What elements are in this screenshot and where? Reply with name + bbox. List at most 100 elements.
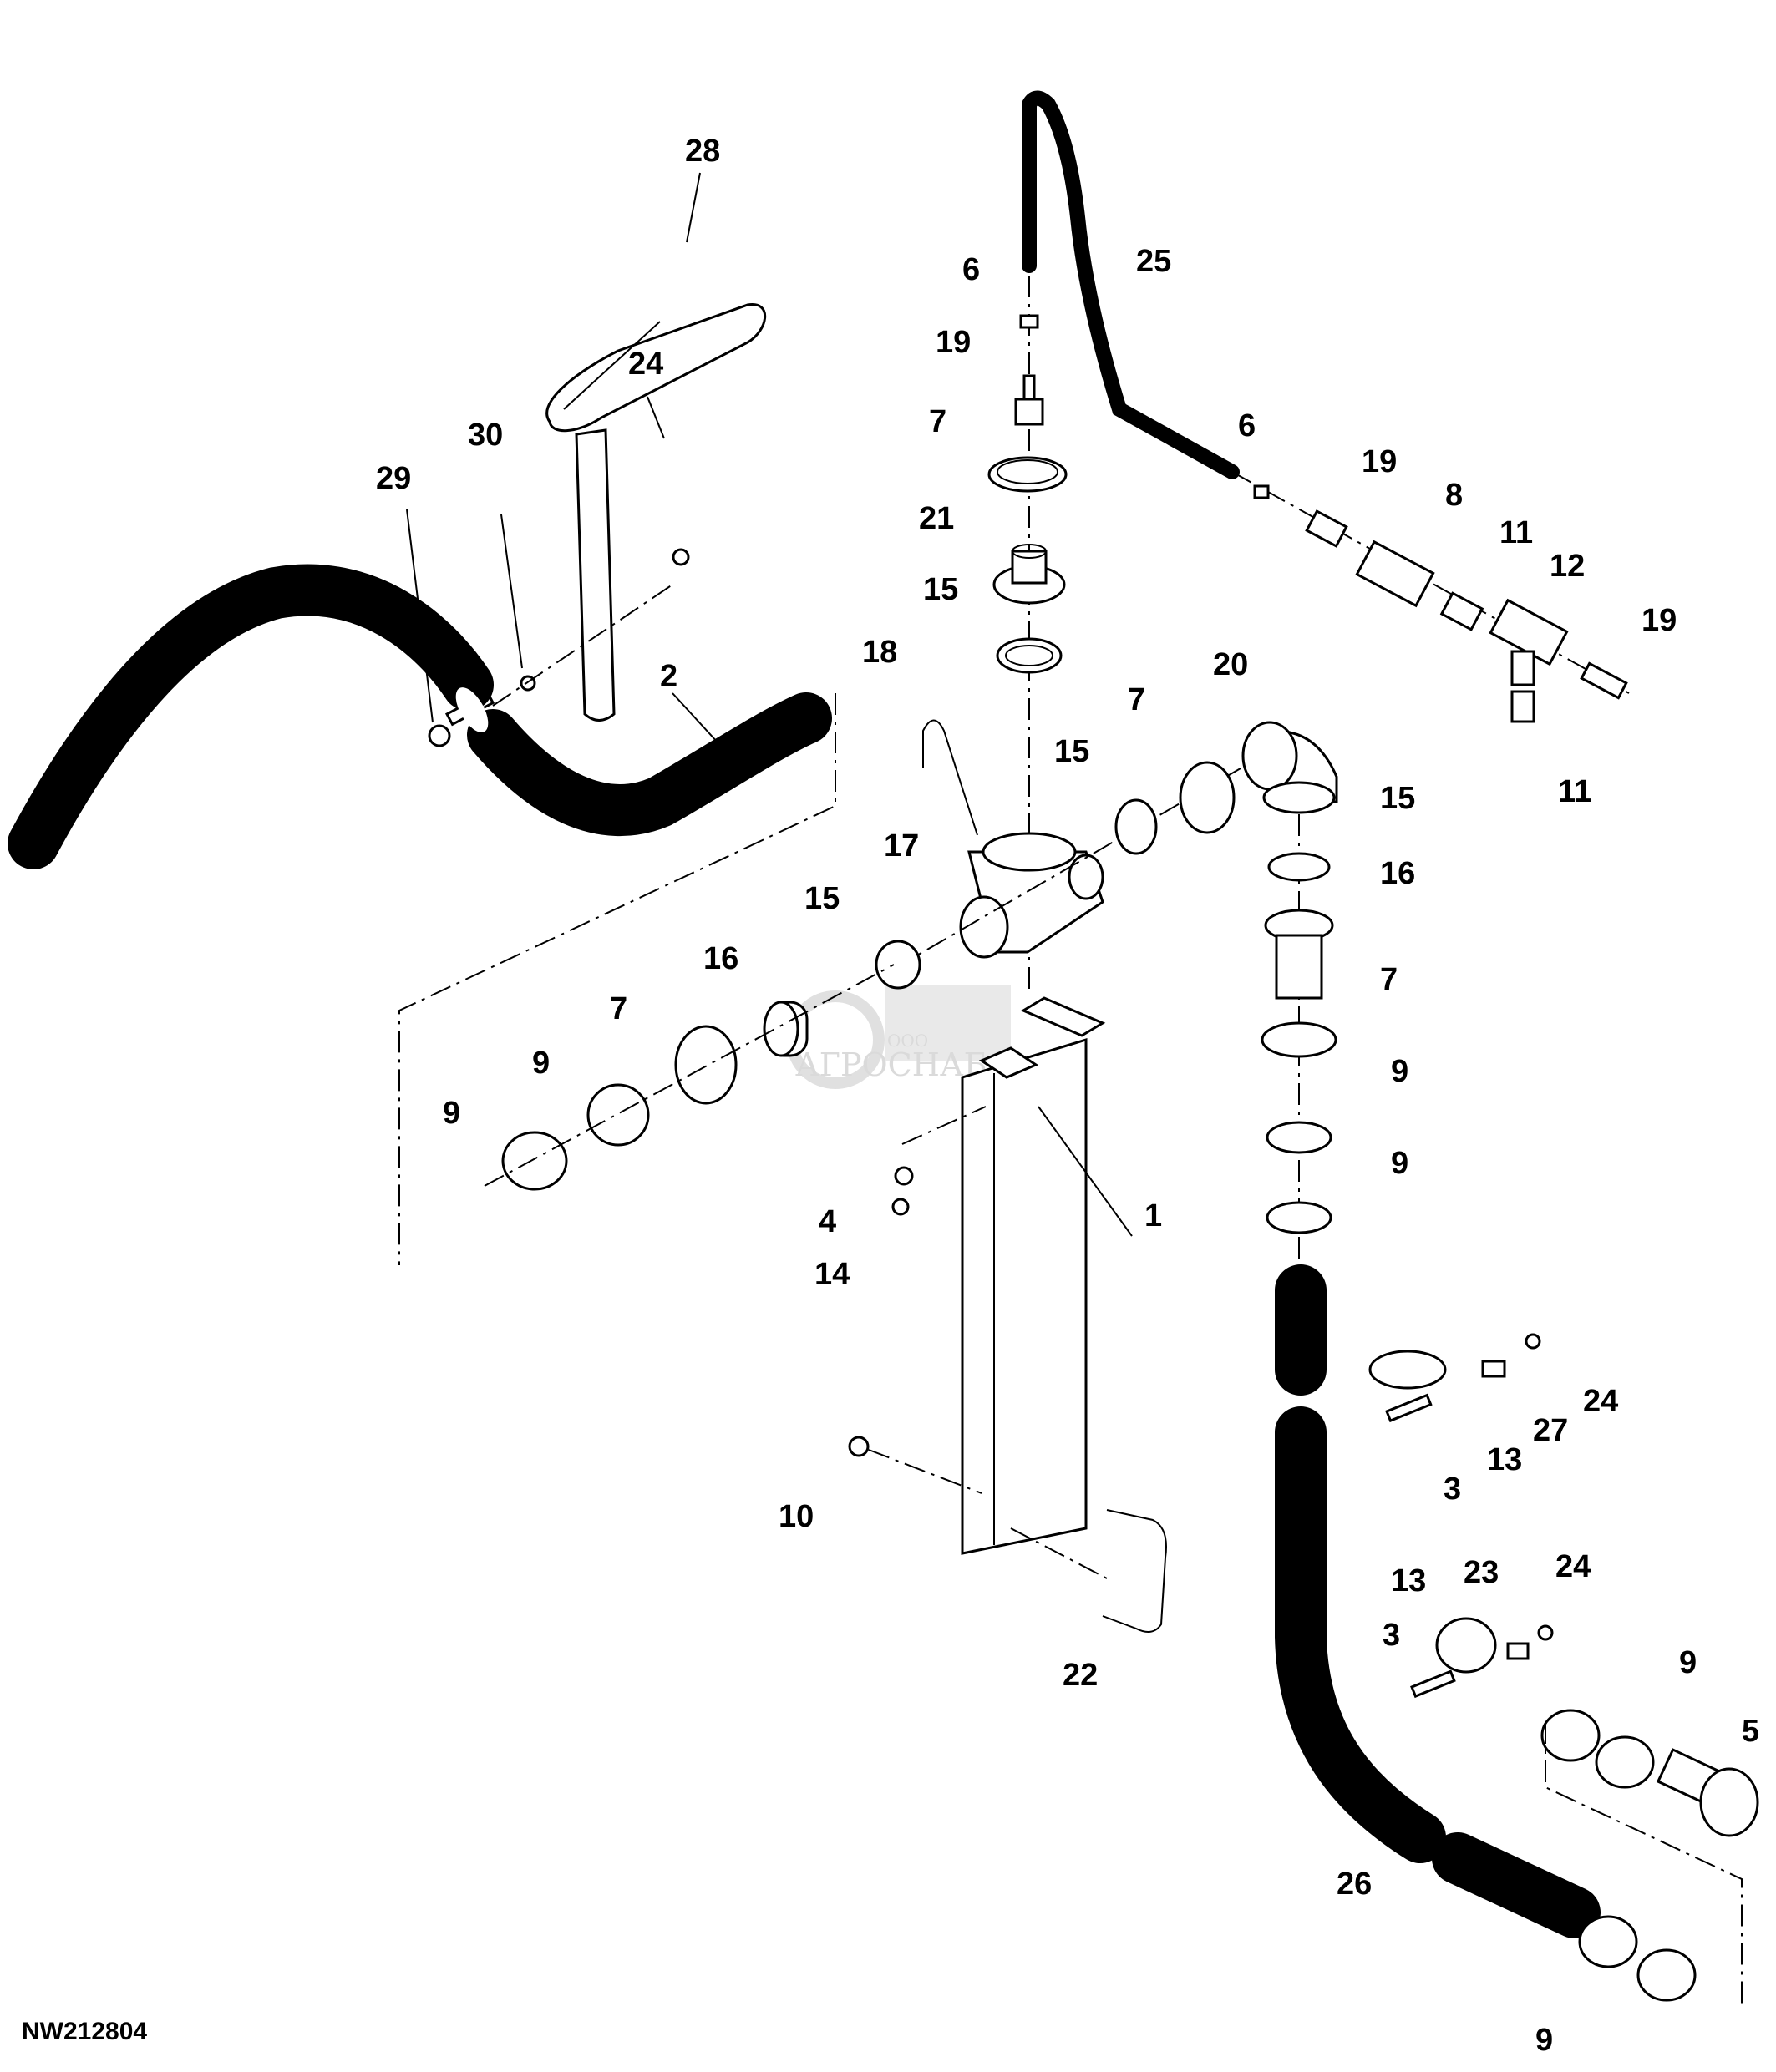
callout-23: 23 xyxy=(1464,1555,1499,1590)
callout-15: 15 xyxy=(923,572,958,607)
part-19-fitting-right xyxy=(1305,509,1348,548)
part-13-strap-lower xyxy=(1435,1617,1497,1674)
part-28-grip xyxy=(545,303,767,722)
callout-7-right: 7 xyxy=(1380,962,1398,997)
callout-25: 25 xyxy=(1136,244,1171,279)
fitting-boundary xyxy=(1545,1722,1743,2009)
callout-29: 29 xyxy=(376,461,411,496)
part-17-tee xyxy=(959,832,1104,959)
ubolt-centerline xyxy=(1010,1527,1108,1579)
part-5-fitting xyxy=(1656,1748,1759,1837)
part-9-clamp-5a xyxy=(1540,1709,1601,1762)
callout-9-fitting: 9 xyxy=(1679,1645,1697,1680)
callout-26: 26 xyxy=(1337,1867,1372,1902)
part-12-tee xyxy=(1489,598,1569,686)
part-9-clamp-right-b xyxy=(1266,1201,1332,1234)
watermark-harvester-icon xyxy=(885,985,1011,1061)
part-26-hose xyxy=(1275,1264,1601,1938)
callout-24-lower: 24 xyxy=(1555,1549,1591,1584)
part-14-nut xyxy=(891,1198,910,1216)
callout-2: 2 xyxy=(660,659,677,694)
part-3-bolt-upper xyxy=(1385,1393,1433,1423)
watermark-main-text: АГРОСНАБ xyxy=(795,1046,987,1083)
part-9-clamp-left-b xyxy=(501,1131,568,1191)
watermark: ООО АГРОСНАБ xyxy=(786,985,1011,1089)
callout-9-left-a: 9 xyxy=(532,1046,550,1081)
callout-17: 17 xyxy=(884,828,919,864)
callout-8: 8 xyxy=(1445,478,1463,513)
part-16-sleeve-left xyxy=(763,1001,809,1057)
part-8-fitting xyxy=(1355,540,1435,608)
callout-28: 28 xyxy=(685,134,720,169)
part-15-seal-right xyxy=(1267,852,1331,882)
part-9-clamp-left-a xyxy=(586,1083,650,1147)
part-13-strap-upper xyxy=(1368,1350,1447,1390)
part-6-clamp xyxy=(1019,314,1039,329)
part-15-seal-top xyxy=(996,637,1063,674)
part-4-washer xyxy=(894,1166,914,1186)
left-chain-centerline xyxy=(484,964,895,1187)
callout-3-lower: 3 xyxy=(1383,1618,1400,1653)
part-6-clamp-right xyxy=(1253,484,1270,499)
part-9-clamp-5b xyxy=(1595,1735,1655,1789)
callout-15-mid: 15 xyxy=(1054,734,1089,769)
part-7-clamp-right xyxy=(1261,1021,1337,1058)
part-11-nipple xyxy=(1439,591,1484,631)
callout-20: 20 xyxy=(1213,647,1248,682)
callout-6: 6 xyxy=(962,252,980,287)
callout-4: 4 xyxy=(819,1204,836,1239)
callout-10: 10 xyxy=(779,1499,814,1534)
part-11-nipple-lower xyxy=(1510,690,1535,723)
callout-30: 30 xyxy=(468,418,503,453)
part-27-spacer xyxy=(1481,1360,1506,1378)
part-21-adapter xyxy=(992,544,1066,605)
callout-7: 7 xyxy=(929,404,946,439)
part-9-clamp-end-b xyxy=(1636,1948,1697,2002)
part-1-bracket xyxy=(961,996,1106,1555)
part-24-nut-upper xyxy=(1525,1333,1541,1350)
callout-9-end: 9 xyxy=(1535,2023,1553,2058)
callout-24-upper: 24 xyxy=(1583,1384,1618,1419)
nut-centerline xyxy=(901,1106,987,1145)
watermark-small-text: ООО xyxy=(887,1031,928,1051)
callout-7-left: 7 xyxy=(610,991,627,1026)
part-20-elbow xyxy=(1241,721,1338,814)
callout-5: 5 xyxy=(1742,1714,1759,1749)
callout-14: 14 xyxy=(814,1257,850,1292)
callout-19: 19 xyxy=(936,325,971,360)
part-16-sleeve-right xyxy=(1264,909,1334,1000)
callout-27: 27 xyxy=(1533,1413,1568,1448)
callout-13-upper: 13 xyxy=(1487,1442,1522,1477)
part-18-u-bolt xyxy=(922,719,978,836)
callout-22: 22 xyxy=(1063,1658,1098,1693)
part-25-hose xyxy=(1022,90,1240,479)
part-9-clamp-end-a xyxy=(1578,1915,1638,1968)
part-7-clamp-left xyxy=(674,1025,738,1105)
callout-15-right: 15 xyxy=(1380,781,1415,816)
callout-15-left: 15 xyxy=(804,881,840,916)
part-9-clamp-right-a xyxy=(1266,1121,1332,1154)
figure-id: NW212804 xyxy=(22,2018,148,2045)
part-10-nut xyxy=(848,1436,870,1457)
part-19-fitting xyxy=(1014,374,1044,426)
part-7-clamp-top xyxy=(987,456,1068,493)
part-2-hose xyxy=(8,564,832,869)
assembly-boundary xyxy=(398,693,836,1265)
part-24-nut xyxy=(672,548,690,566)
nut10-centerline xyxy=(868,1449,982,1494)
callout-11: 11 xyxy=(1499,515,1533,550)
callout-labels: 28 24 30 29 2 6 25 19 7 21 15 18 6 19 8 … xyxy=(376,134,1759,2058)
part-15-seal-mid xyxy=(1114,798,1158,855)
part-23-spacer xyxy=(1506,1642,1530,1660)
callout-9-left-b: 9 xyxy=(443,1096,460,1131)
centerline xyxy=(492,584,673,707)
part-15-seal-left xyxy=(875,940,921,990)
callout-24: 24 xyxy=(628,347,663,382)
callout-13-lower: 13 xyxy=(1391,1563,1426,1598)
part-19-fitting-tee xyxy=(1580,661,1628,700)
callout-19-right: 19 xyxy=(1362,444,1397,479)
part-3-bolt-lower xyxy=(1410,1669,1456,1699)
part-22-u-bolt xyxy=(1102,1509,1167,1633)
callout-1: 1 xyxy=(1144,1198,1162,1234)
